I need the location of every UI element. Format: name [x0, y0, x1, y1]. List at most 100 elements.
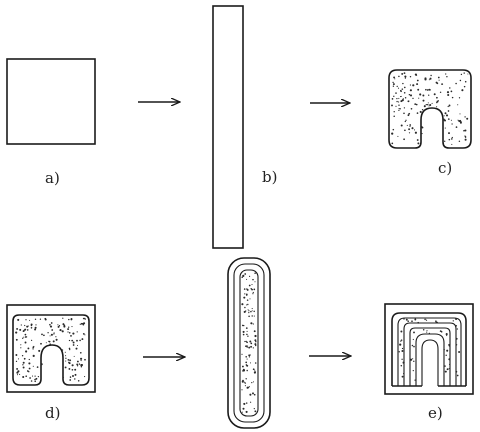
stipple-dot — [464, 116, 466, 118]
stipple-dot — [34, 326, 37, 329]
stipple-dot — [440, 331, 443, 333]
stipple-dot — [16, 371, 19, 374]
stipple-dot — [24, 341, 27, 344]
stipple-dot — [458, 351, 461, 353]
stipple-dot — [450, 138, 453, 140]
stipple-dot — [70, 335, 72, 337]
stipple-dot — [415, 74, 418, 76]
stipple-dot — [406, 124, 408, 126]
stipple-dot — [78, 363, 81, 365]
stipple-dot — [412, 358, 414, 360]
stipple-dot — [250, 322, 253, 325]
stipple-dot — [246, 299, 249, 301]
stipple-dot — [413, 129, 416, 131]
stipple-dot — [71, 368, 74, 371]
stipple-dot — [69, 348, 71, 351]
stipple-dot — [430, 74, 432, 77]
stipple-dot — [436, 321, 438, 323]
stipple-dot — [244, 306, 246, 309]
stipple-dot — [411, 320, 413, 323]
stipple-dot — [245, 345, 247, 348]
stipple-dot — [30, 323, 33, 326]
stipple-dot — [458, 97, 461, 99]
stipple-dot — [50, 333, 53, 336]
stipple-dot — [409, 89, 412, 92]
stipple-dot — [15, 338, 18, 341]
stipple-dot — [57, 324, 59, 326]
stipple-dot — [77, 380, 80, 382]
stipple-dot — [251, 310, 253, 312]
stipple-dot — [437, 100, 439, 102]
stipple-dot — [48, 340, 51, 343]
stipple-dot — [37, 375, 40, 378]
stipple-dot — [68, 362, 71, 365]
stipple-dot — [446, 91, 450, 94]
stipple-dot — [62, 317, 64, 319]
stipple-dot — [443, 115, 445, 117]
stipple-dot — [449, 87, 451, 89]
stipple-dot — [80, 360, 82, 362]
stipple-dot — [408, 112, 411, 115]
stipple-dot — [246, 333, 248, 336]
stipple-dot — [407, 114, 410, 117]
stipple-dot — [40, 363, 43, 366]
stipple-dot — [63, 324, 66, 327]
stipple-dot — [400, 340, 402, 342]
stipple-dot — [251, 288, 253, 291]
stipple-dot — [416, 83, 419, 86]
stipple-dot — [76, 331, 78, 333]
stipple-dot — [22, 337, 24, 339]
stipple-dot — [248, 315, 250, 318]
stipple-dot — [55, 338, 58, 341]
stipple-dot — [456, 374, 459, 377]
stipple-dot — [15, 354, 18, 356]
stipple-dot — [246, 386, 249, 389]
stipple-dot — [404, 129, 406, 132]
stipple-dot — [76, 363, 79, 366]
stipple-dot — [391, 98, 394, 100]
stipple-dot — [20, 347, 22, 349]
stipple-dot — [398, 109, 400, 112]
stipple-dot — [24, 324, 26, 327]
stipple-dot — [81, 338, 84, 341]
stipple-dot — [76, 365, 79, 367]
figure-c-u-shape — [388, 69, 472, 149]
stipple-dot — [431, 102, 433, 104]
stipple-dot — [246, 364, 249, 367]
stipple-dot — [396, 97, 398, 100]
stipple-dot — [243, 296, 246, 299]
stipple-dot — [452, 320, 454, 322]
stipple-dot — [55, 336, 57, 338]
stipple-dot — [463, 130, 465, 132]
stipple-dot — [245, 327, 248, 329]
stipple-dot — [84, 376, 86, 378]
stipple-dot — [68, 367, 71, 370]
stipple-dot — [393, 115, 395, 117]
stipple-dot — [246, 341, 248, 344]
stipple-dot — [455, 324, 458, 327]
stipple-dot — [438, 79, 440, 81]
stipple-dot — [425, 88, 427, 91]
stipple-dot — [428, 332, 431, 335]
stipple-dot — [45, 342, 47, 344]
stipple-dot — [245, 356, 247, 358]
stipple-dot — [246, 358, 248, 360]
stipple-dot — [455, 317, 458, 321]
stipple-dot — [446, 368, 449, 371]
figure-nested-strip — [227, 257, 271, 429]
stipple-dot — [458, 119, 461, 122]
stipple-dot — [420, 126, 423, 128]
stipple-dot — [400, 330, 403, 333]
stipple-dot — [399, 107, 401, 110]
stipple-dot — [404, 97, 407, 99]
stipple-dot — [413, 360, 415, 363]
stipple-dot — [72, 344, 75, 346]
stipple-dot — [398, 97, 400, 99]
stipple-dot — [80, 357, 83, 360]
stipple-dot — [414, 131, 417, 134]
stipple-dot — [67, 331, 69, 333]
stipple-dot — [250, 342, 253, 345]
stipple-dot — [35, 324, 37, 326]
stipple-dot — [414, 103, 417, 105]
stipple-dot — [84, 358, 86, 361]
